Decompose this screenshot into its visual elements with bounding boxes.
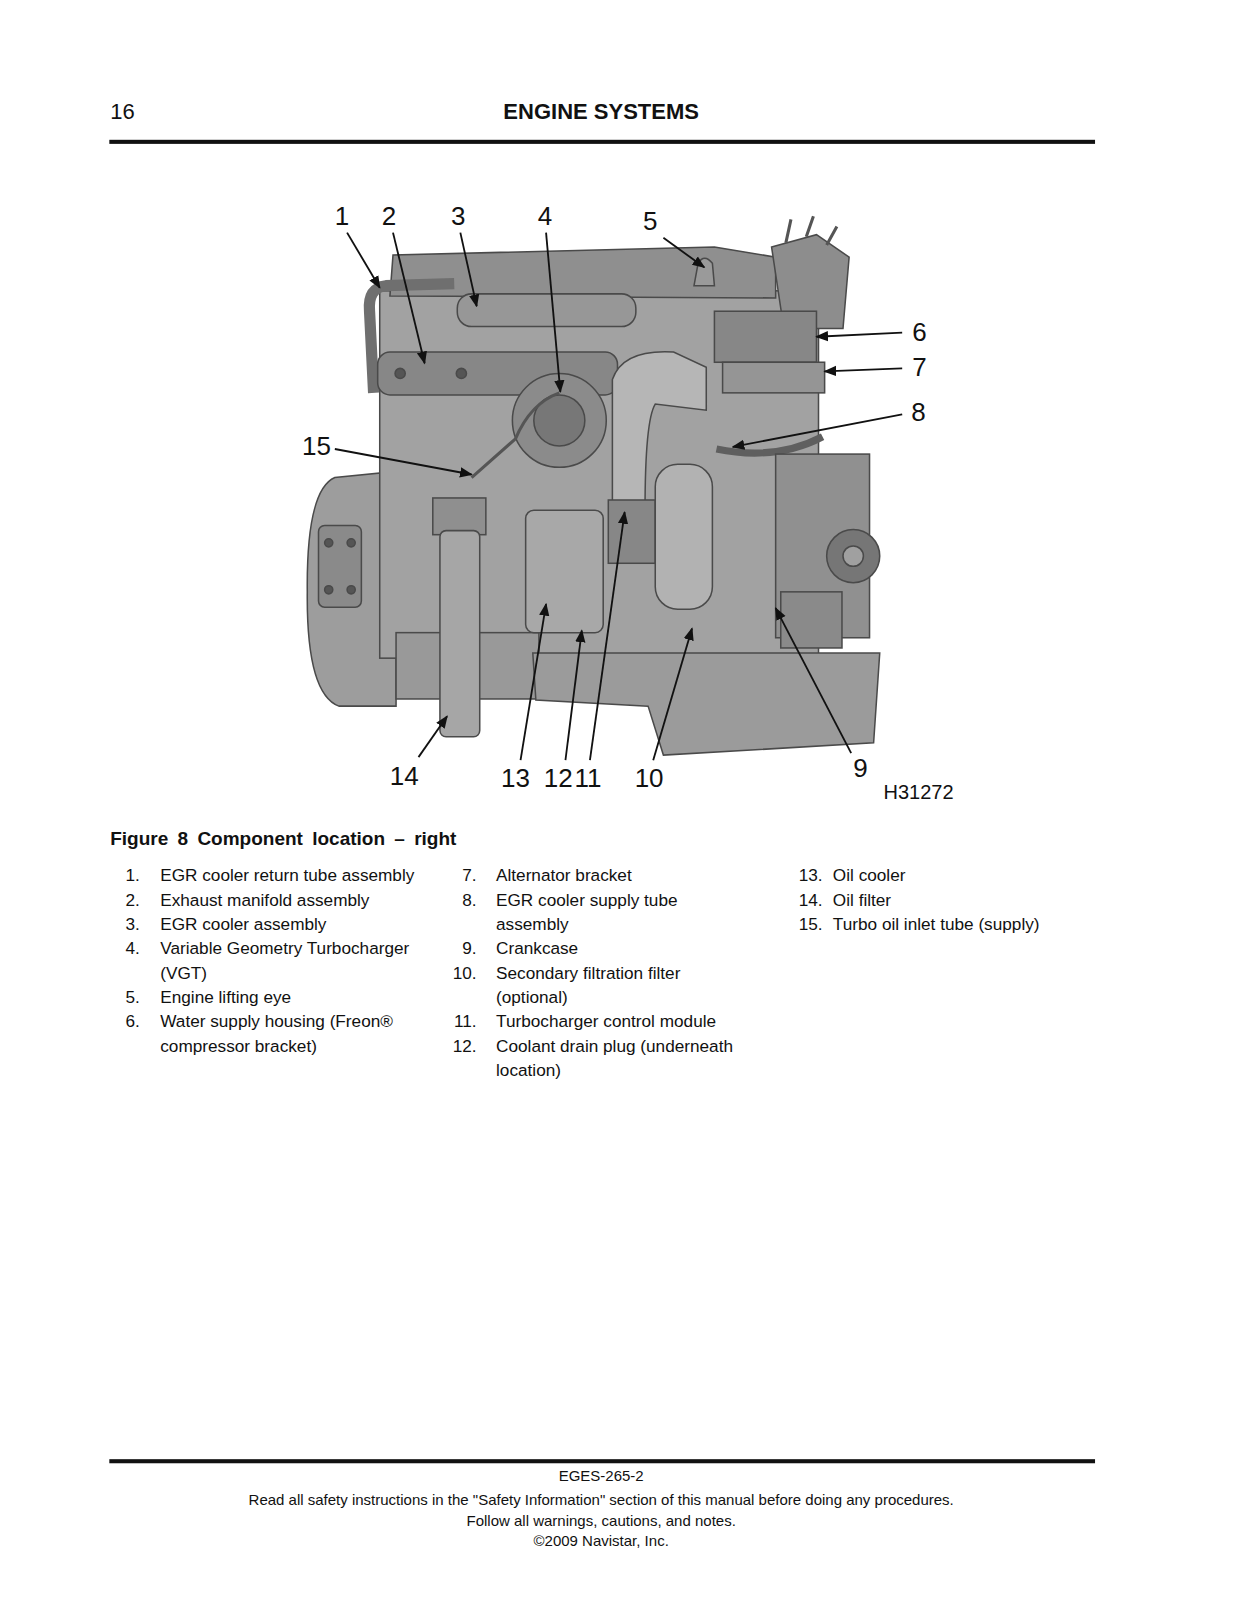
item-number: 4. xyxy=(125,936,139,960)
item-text: Engine lifting eye xyxy=(160,985,415,1009)
safety-note: Follow all warnings, cautions, and notes… xyxy=(467,1511,736,1528)
callout-number: 3 xyxy=(451,203,465,229)
item-text: Turbo oil inlet tube (supply) xyxy=(833,912,1139,936)
legend-item: 14.Oil filter xyxy=(833,888,1139,912)
legend-item: 10.Secondary filtration filter (optional… xyxy=(496,961,751,1010)
engine-drawing xyxy=(307,216,879,755)
legend-item: 5.Engine lifting eye xyxy=(160,985,415,1009)
callout-number: 9 xyxy=(853,755,867,781)
item-number: 8. xyxy=(462,888,476,912)
legend-item: 7.Alternator bracket xyxy=(496,863,751,887)
figure-id: H31272 xyxy=(884,781,954,804)
page-number: 16 xyxy=(110,99,134,125)
callout-number: 8 xyxy=(911,399,925,425)
legend-item: 8.EGR cooler supply tube assembly xyxy=(496,888,751,937)
legend-item: 1.EGR cooler return tube assembly xyxy=(160,863,415,887)
legend-item: 15.Turbo oil inlet tube (supply) xyxy=(833,912,1139,936)
item-text: Water supply housing (Freon® compressor … xyxy=(160,1009,415,1058)
legend-item: 3.EGR cooler assembly xyxy=(160,912,415,936)
callout-number: 14 xyxy=(390,763,419,789)
item-number: 3. xyxy=(125,912,139,936)
item-text: Secondary filtration filter (optional) xyxy=(496,961,751,1010)
legend-item: 11.Turbocharger control module xyxy=(496,1009,751,1033)
item-number: 1. xyxy=(125,863,139,887)
legend-item: 6.Water supply housing (Freon® compresso… xyxy=(160,1009,415,1058)
callout-number: 7 xyxy=(912,354,926,380)
legend-item: 4.Variable Geometry Turbocharger (VGT) xyxy=(160,936,415,985)
callout-number: 6 xyxy=(912,319,926,345)
item-number: 5. xyxy=(125,985,139,1009)
callout-number: 2 xyxy=(382,203,396,229)
safety-note: Read all safety instructions in the "Saf… xyxy=(249,1491,954,1508)
leader-lines xyxy=(335,233,902,761)
header-rule xyxy=(109,140,1095,144)
legend-item: 13.Oil cooler xyxy=(833,863,1139,887)
legend-item: 12.Coolant drain plug (underneath locati… xyxy=(496,1034,751,1083)
callout-number: 12 xyxy=(544,765,573,791)
legend-column: 13.Oil cooler14.Oil filter15.Turbo oil i… xyxy=(833,863,1139,936)
figure-caption: Figure 8 Component location – right xyxy=(110,828,456,850)
item-number: 2. xyxy=(125,888,139,912)
item-number: 14. xyxy=(799,888,823,912)
item-number: 15. xyxy=(799,912,823,936)
item-number: 6. xyxy=(125,1009,139,1033)
callout-number: 13 xyxy=(501,765,530,791)
document-code: EGES-265-2 xyxy=(559,1466,644,1483)
legend-item: 9.Crankcase xyxy=(496,936,751,960)
item-text: Oil filter xyxy=(833,888,1139,912)
item-text: Oil cooler xyxy=(833,863,1139,887)
item-number: 13. xyxy=(799,863,823,887)
item-text: Alternator bracket xyxy=(496,863,751,887)
callout-number: 1 xyxy=(335,203,349,229)
footer-rule xyxy=(109,1459,1095,1463)
page-title: ENGINE SYSTEMS xyxy=(503,99,699,125)
item-number: 12. xyxy=(453,1034,477,1058)
item-number: 11. xyxy=(454,1009,477,1033)
item-text: Turbocharger control module xyxy=(496,1009,751,1033)
item-text: EGR cooler supply tube assembly xyxy=(496,888,751,937)
item-text: EGR cooler return tube assembly xyxy=(160,863,415,887)
legend-column: 7.Alternator bracket8.EGR cooler supply … xyxy=(496,863,751,1082)
item-text: Crankcase xyxy=(496,936,751,960)
item-number: 10. xyxy=(453,961,477,985)
callout-number: 15 xyxy=(302,433,331,459)
item-text: Variable Geometry Turbocharger (VGT) xyxy=(160,936,415,985)
callout-number: 10 xyxy=(635,765,664,791)
callout-number: 5 xyxy=(643,208,657,234)
item-text: EGR cooler assembly xyxy=(160,912,415,936)
copyright: ©2009 Navistar, Inc. xyxy=(534,1532,669,1549)
callout-number: 4 xyxy=(538,203,552,229)
item-number: 9. xyxy=(462,936,476,960)
item-text: Exhaust manifold assembly xyxy=(160,888,415,912)
item-number: 7. xyxy=(462,863,476,887)
item-text: Coolant drain plug (underneath location) xyxy=(496,1034,751,1083)
legend-item: 2.Exhaust manifold assembly xyxy=(160,888,415,912)
callout-number: 11 xyxy=(574,765,601,791)
legend-column: 1.EGR cooler return tube assembly2.Exhau… xyxy=(160,863,415,1057)
